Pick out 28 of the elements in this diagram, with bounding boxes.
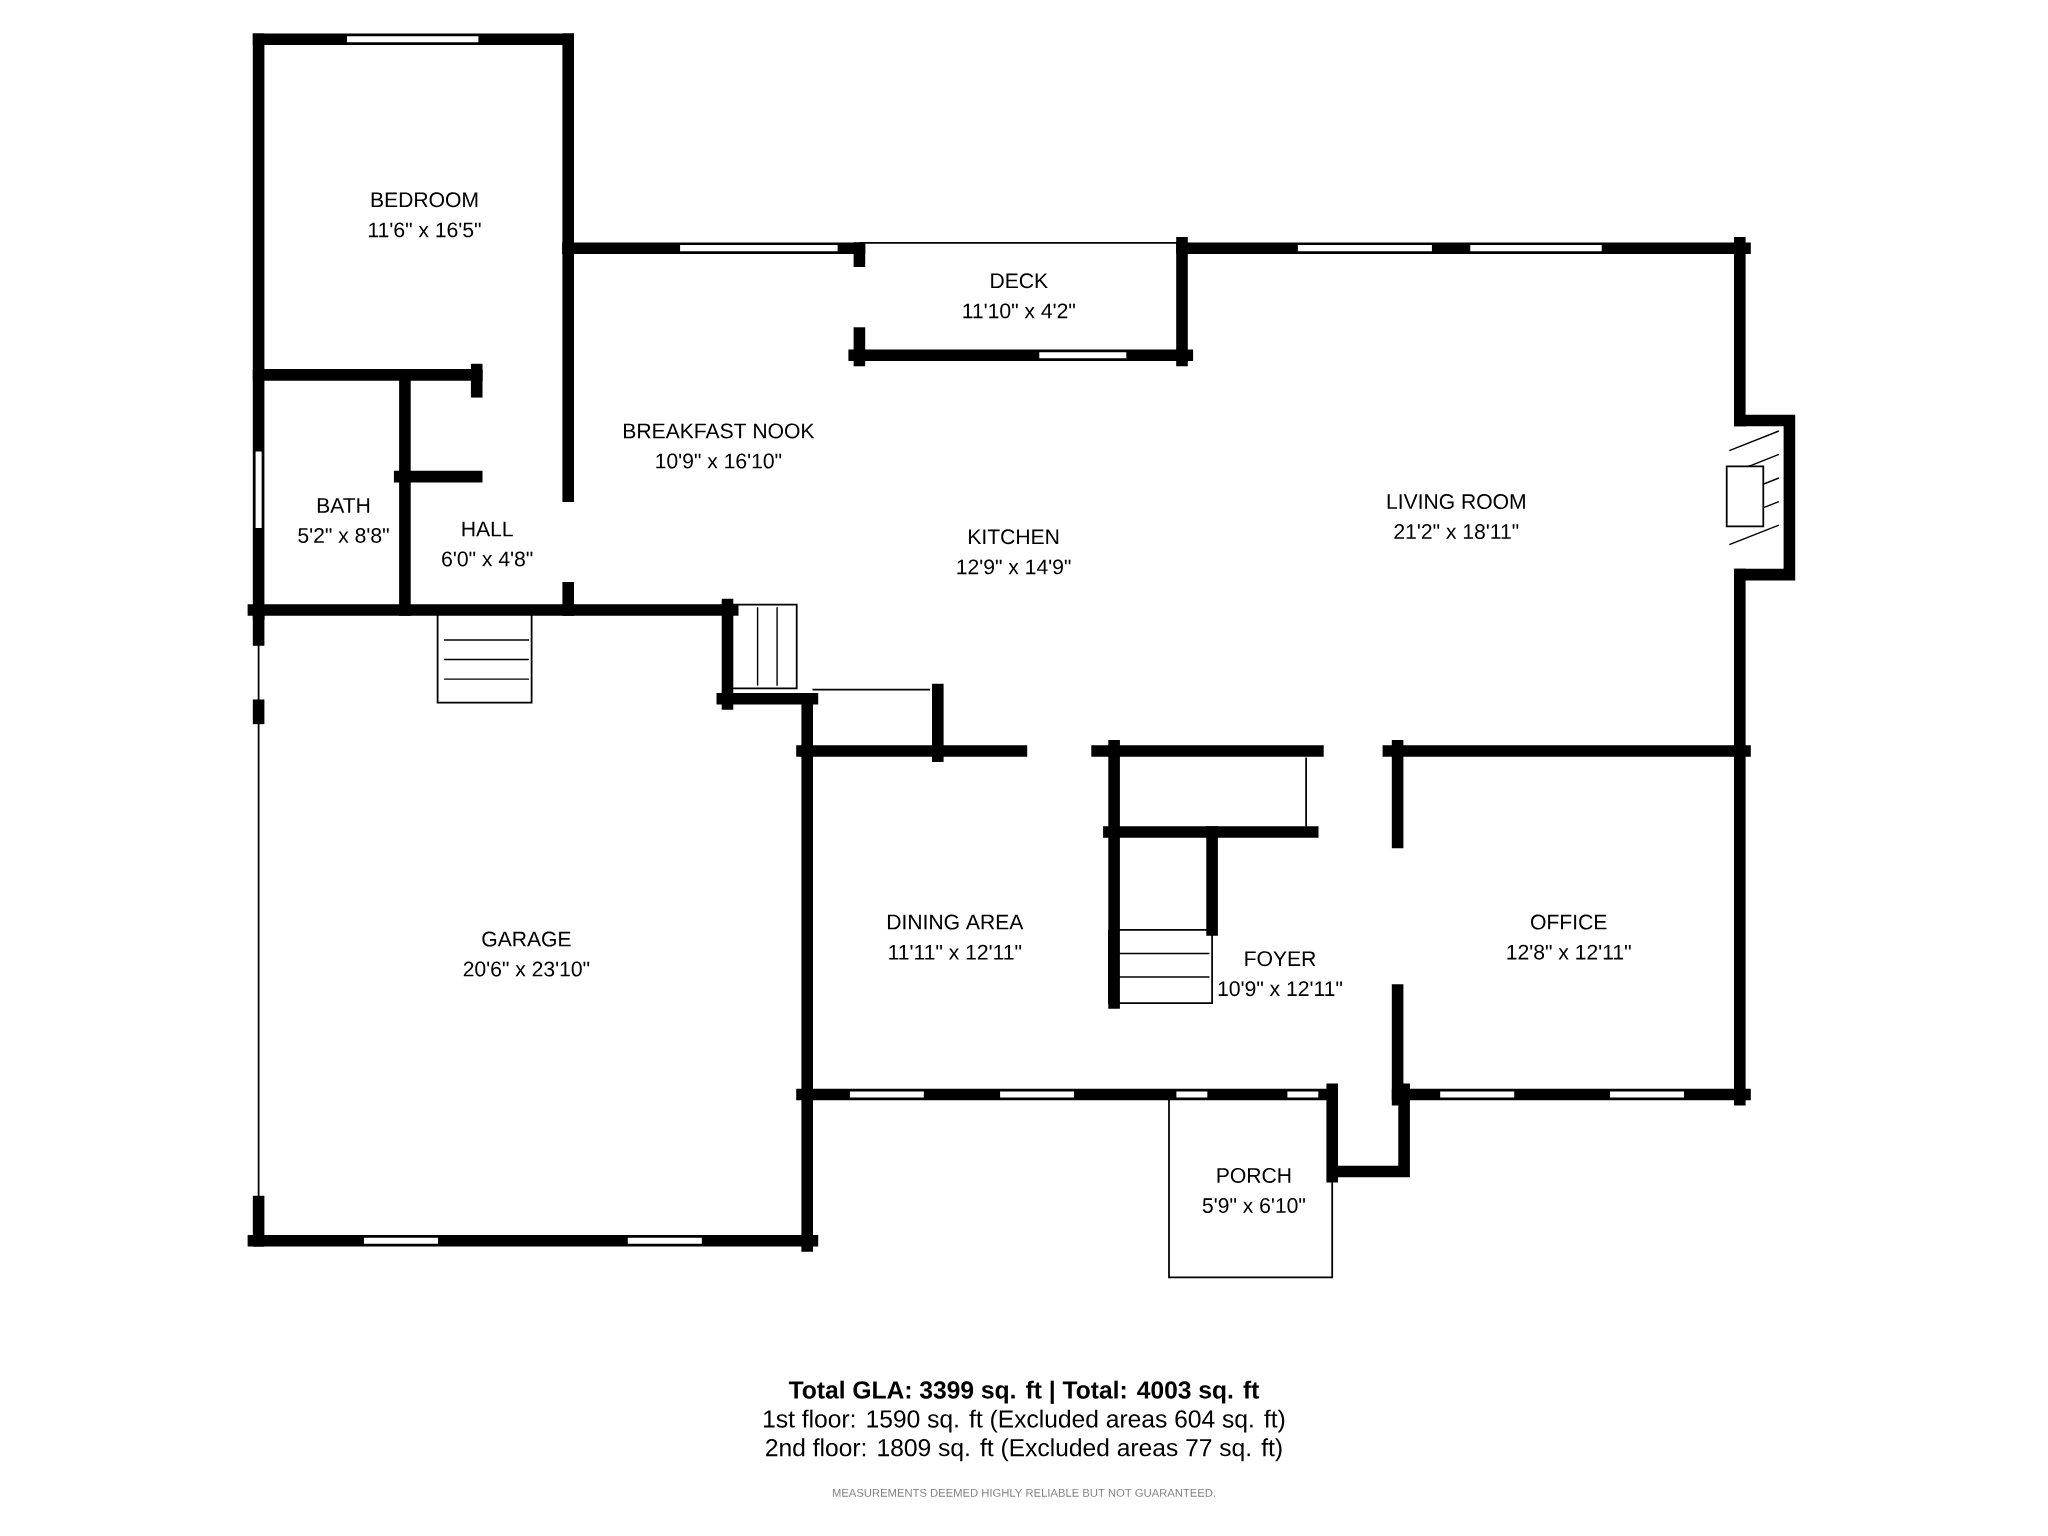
area-summary: 1st floor: 1590 sq. ft (Excluded areas 604 sq. ft)	[764, 1409, 1285, 1433]
room-name: LIVING ROOM	[1387, 494, 1525, 510]
area-summary: Total GLA: 3399 sq. ft | Total: 4003 sq. ft	[788, 1380, 1260, 1404]
room-dimensions: 12'8" x 12'11"	[1507, 944, 1631, 960]
room-name: KITCHEN	[969, 529, 1059, 545]
room-name: PORCH	[1217, 1168, 1291, 1183]
room-dimensions: 11'11" x 12'11"	[889, 944, 1022, 960]
room-name: OFFICE	[1531, 914, 1607, 930]
room-name: DINING AREA	[887, 914, 1024, 930]
room-name: HALL	[462, 521, 513, 537]
room-dimensions: 5'2" x 8'8"	[298, 528, 389, 543]
room-dimensions: 21'2" x 18'11"	[1394, 524, 1519, 540]
area-summary: 2nd floor: 1809 sq. ft (Excluded areas 77 sq. ft)	[766, 1438, 1282, 1462]
room-dimensions: 10'9" x 12'11"	[1218, 981, 1343, 997]
room-name: BREAKFAST NOOK	[624, 423, 815, 439]
room-dimensions: 5'9" x 6'10"	[1202, 1198, 1305, 1214]
room-name: BEDROOM	[371, 192, 478, 208]
room-name: GARAGE	[482, 931, 571, 947]
room-dimensions: 6'0" x 4'8"	[442, 551, 533, 567]
room-dimensions: 12'9" x 14'9"	[957, 559, 1071, 575]
room-dimensions: 20'6" x 23'10"	[463, 961, 590, 977]
room-dimensions: 10'9" x 16'10"	[656, 453, 782, 469]
room-name: DECK	[991, 273, 1048, 289]
room-dimensions: 11'10" x 4'2"	[963, 303, 1075, 319]
room-name: BATH	[317, 498, 370, 513]
disclaimer: MEASUREMENTS DEEMED HIGHLY RELIABLE BUT NOT GUARANTEED.	[832, 1488, 1215, 1497]
room-dimensions: 11'6" x 16'5"	[369, 222, 481, 238]
room-name: FOYER	[1245, 951, 1316, 967]
